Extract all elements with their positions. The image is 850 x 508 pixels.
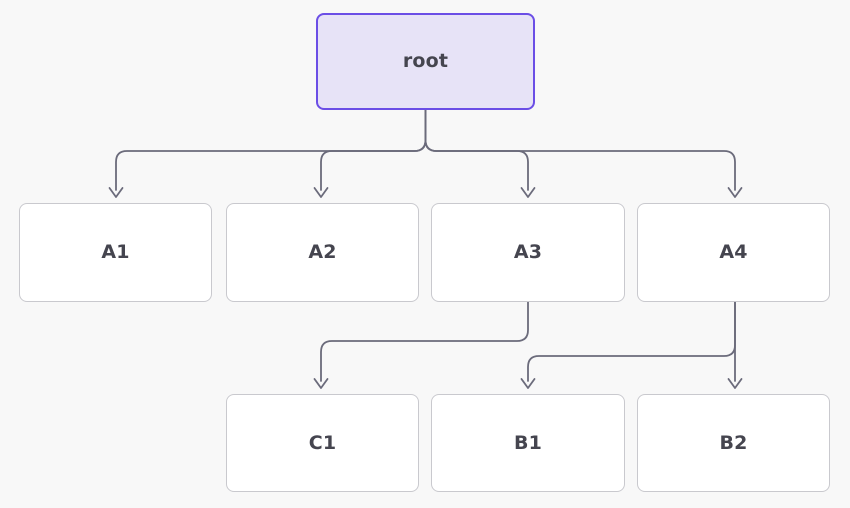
arrow-to-A2-head xyxy=(313,187,329,198)
node-label-a4: A4 xyxy=(719,241,748,263)
arrow-to-B1-head xyxy=(520,378,536,389)
edge-A4-to-B1 xyxy=(527,301,736,382)
node-a1[interactable]: A1 xyxy=(19,203,212,302)
arrow-to-C1-head xyxy=(313,378,329,389)
arrow-to-A4-head xyxy=(727,187,743,198)
node-b2[interactable]: B2 xyxy=(637,394,830,492)
node-label-b1: B1 xyxy=(513,431,543,454)
edge-A3-to-C1 xyxy=(320,301,529,382)
node-b1[interactable]: B1 xyxy=(431,394,625,492)
arrow-to-B2-head xyxy=(727,378,743,389)
node-label-a1: A1 xyxy=(101,241,130,263)
edge-root-to-A2 xyxy=(320,109,427,191)
node-label-b2: B2 xyxy=(719,431,748,454)
node-a2[interactable]: A2 xyxy=(226,203,419,302)
node-label-c1: C1 xyxy=(308,431,337,454)
arrow-to-A1-head xyxy=(108,187,124,198)
node-a3[interactable]: A3 xyxy=(431,203,625,302)
node-root[interactable]: root xyxy=(316,13,535,110)
arrow-to-A3-head xyxy=(520,187,536,198)
node-label-a2: A2 xyxy=(308,241,337,263)
edge-root-to-A4 xyxy=(424,109,736,191)
node-a4[interactable]: A4 xyxy=(637,203,830,302)
node-label-a3: A3 xyxy=(513,241,543,263)
node-c1[interactable]: C1 xyxy=(226,394,419,492)
node-label-root: root xyxy=(402,50,449,72)
edge-root-to-A3 xyxy=(424,109,529,191)
edge-root-to-A1 xyxy=(115,109,427,191)
